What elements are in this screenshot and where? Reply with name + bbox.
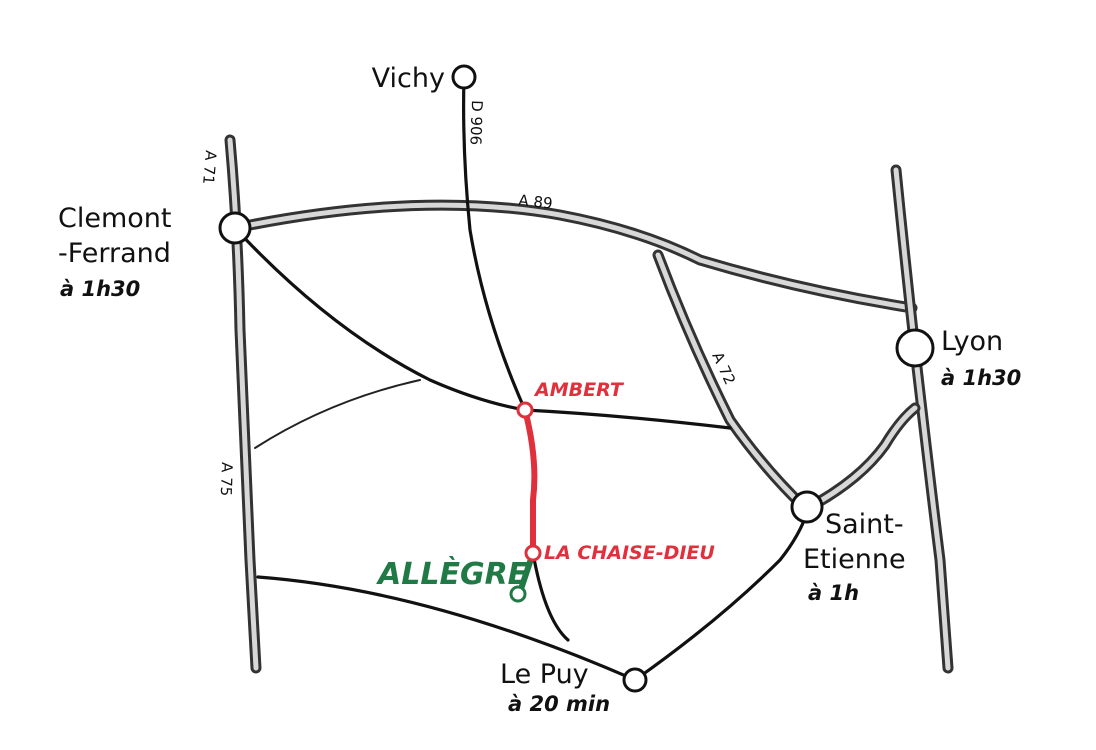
allegre-marker — [509, 585, 527, 603]
label-a75: A 75 — [217, 462, 236, 497]
highway-a72 — [652, 249, 811, 514]
route-ambert-chaise-dieu — [522, 407, 538, 556]
roads — [233, 75, 810, 682]
label-a89: A 89 — [518, 191, 554, 212]
chaise-dieu-marker — [524, 544, 542, 562]
saint-etienne-name-line2: Etienne — [803, 544, 906, 575]
clermont-marker — [218, 211, 252, 245]
clermont-time: à 1h30 — [60, 277, 140, 301]
label-a71: A 71 — [199, 150, 220, 186]
lyon-name: Lyon — [941, 326, 1003, 357]
road-le-puy-saint-etienne — [633, 508, 810, 682]
road-labels: A 71 A 75 A 89 A 72 D 906 — [199, 100, 739, 497]
chaise-dieu-label: LA CHAISE-DIEU — [544, 542, 715, 564]
town-labels: AMBERT LA CHAISE-DIEU ALLÈGRE — [376, 379, 715, 592]
lyon-marker — [895, 328, 935, 368]
road-west-le-puy — [256, 575, 637, 682]
highway-a71-a75 — [224, 134, 262, 674]
road-d906 — [462, 75, 527, 412]
secondary-road-west — [254, 379, 421, 449]
allegre-label: ALLÈGRE — [376, 556, 529, 592]
highway-a89 — [229, 199, 918, 314]
road-chaise-dieu-le-puy — [531, 551, 570, 642]
ambert-marker — [516, 401, 534, 419]
vichy-marker — [451, 64, 477, 90]
clermont-name-line2: -Ferrand — [58, 238, 171, 269]
highway-lyon-saint-etienne — [802, 402, 921, 514]
saint-etienne-marker — [790, 490, 824, 524]
label-d906: D 906 — [466, 100, 486, 146]
saint-etienne-time: à 1h — [808, 581, 859, 605]
le-puy-name: Le Puy — [500, 659, 589, 690]
ambert-label: AMBERT — [533, 379, 625, 401]
road-clermont-ambert — [233, 226, 527, 412]
lyon-time: à 1h30 — [941, 366, 1021, 390]
saint-etienne-name-line1: Saint- — [825, 509, 904, 540]
vichy-name: Vichy — [372, 63, 445, 94]
le-puy-marker — [622, 667, 648, 693]
le-puy-time: à 20 min — [508, 692, 610, 716]
city-labels: Vichy Clemont -Ferrand à 1h30 Lyon à 1h3… — [58, 63, 1021, 716]
clermont-name-line1: Clemont — [58, 203, 171, 234]
road-ambert-east — [523, 408, 732, 430]
city-markers — [218, 64, 935, 693]
